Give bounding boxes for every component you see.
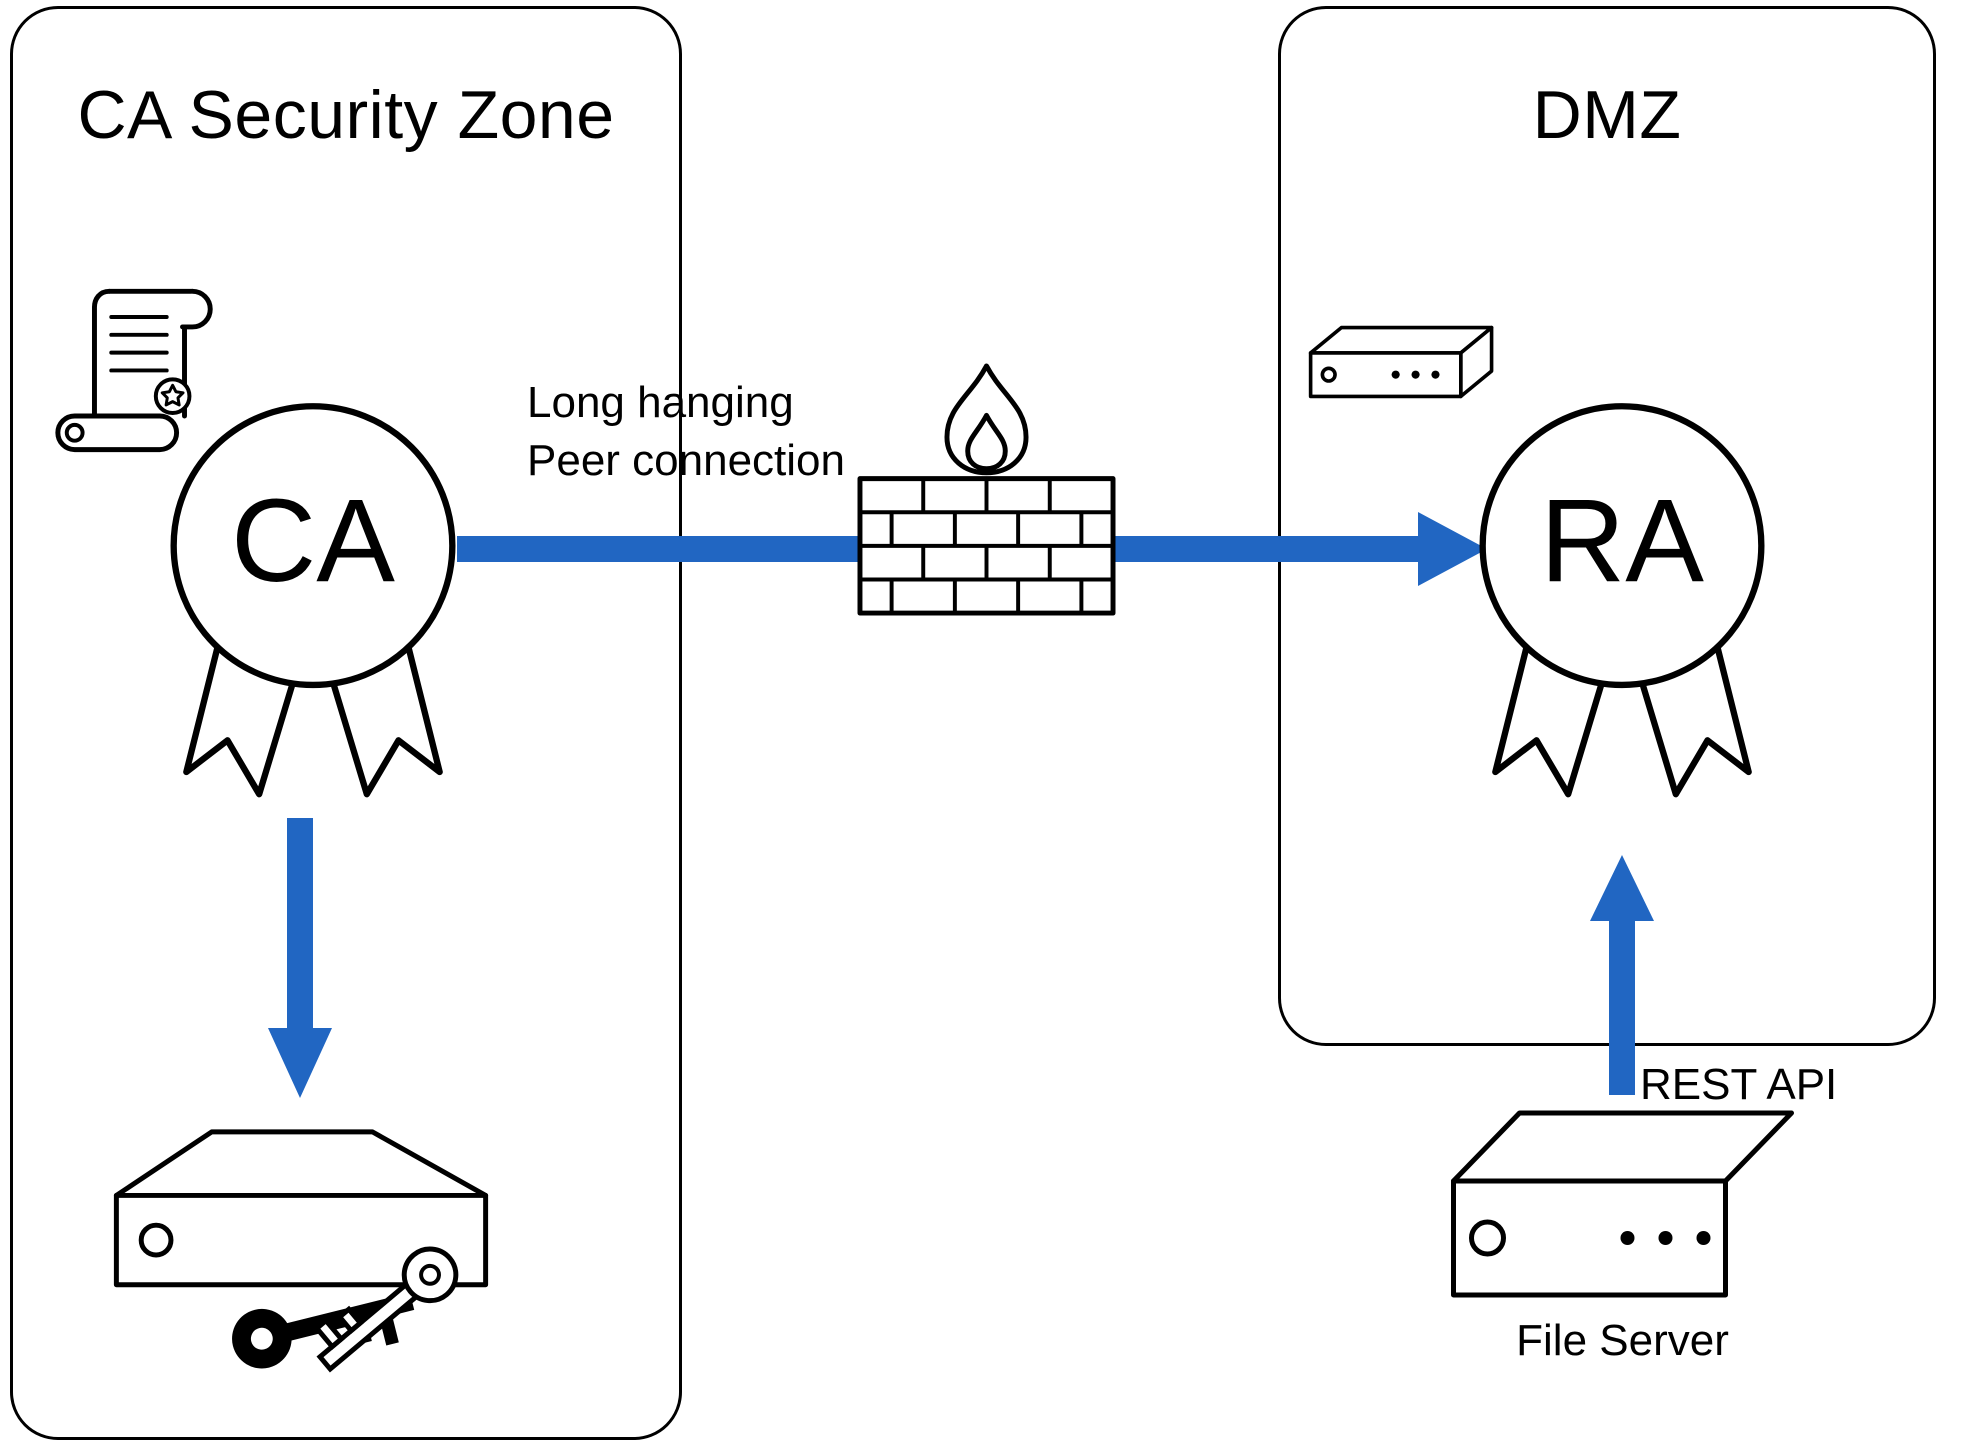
white-key-icon <box>313 1246 459 1373</box>
firewall-icon <box>857 363 1116 616</box>
zone-dmz-title: DMZ <box>1532 77 1682 153</box>
ra-award-ribbon-icon <box>1479 403 1765 798</box>
peer-connection-label: Long hanging Peer connection <box>527 378 845 486</box>
ca-award-ribbon-icon <box>170 403 456 798</box>
zone-ca-title: CA Security Zone <box>77 77 615 153</box>
certificate-scroll-icon <box>55 288 213 453</box>
ra-node-label: RA <box>1540 475 1704 607</box>
rest-api-arrow-shape <box>1590 855 1654 1095</box>
rest-api-label: REST API <box>1640 1060 1838 1109</box>
ca-to-hsm-arrow <box>268 818 332 1098</box>
ca-node-label: CA <box>231 475 395 607</box>
file-server-label: File Server <box>1516 1316 1729 1365</box>
ca-to-hsm-arrow-shape <box>268 818 332 1098</box>
zone-ca-security <box>10 6 682 1440</box>
file-server-icon <box>1451 1110 1794 1298</box>
zone-dmz <box>1278 6 1936 1046</box>
hsm-server-icon <box>113 1129 489 1373</box>
server-icon <box>1308 325 1494 399</box>
rest-api-arrow <box>1590 855 1654 1095</box>
